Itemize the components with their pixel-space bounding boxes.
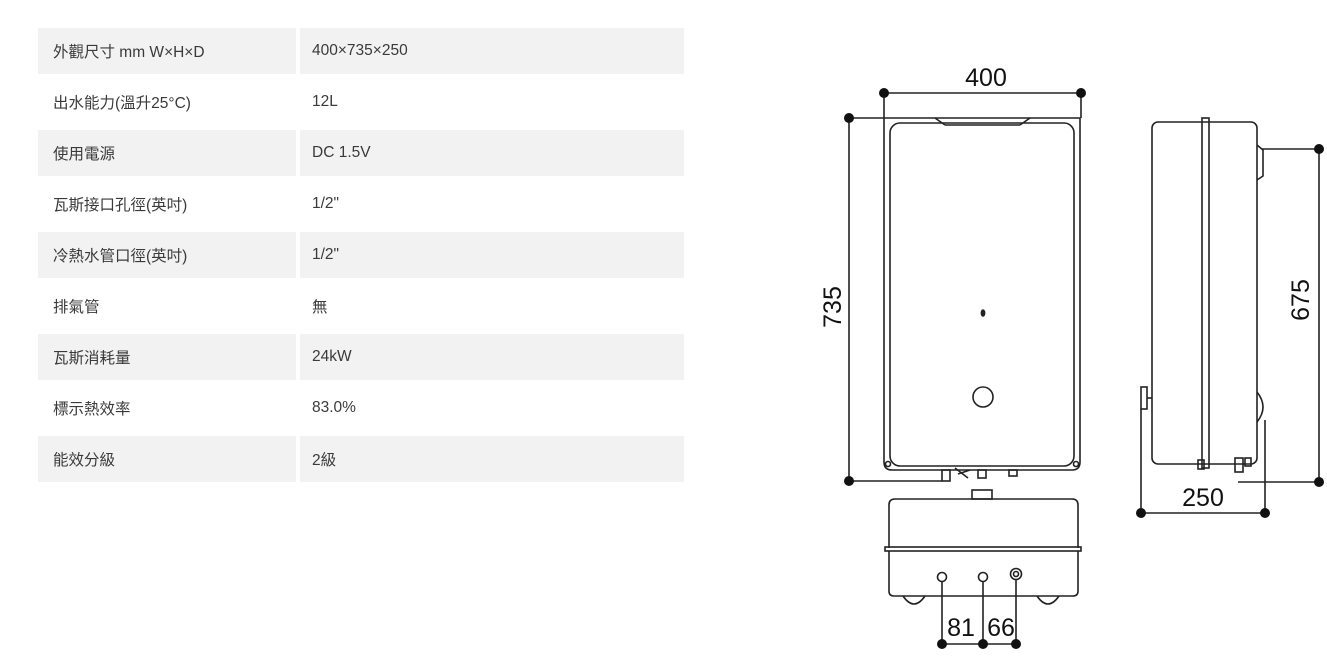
spec-value: 1/2" [300, 232, 684, 278]
spec-label: 標示熱效率 [53, 401, 131, 418]
spec-label: 冷熱水管口徑(英吋) [38, 232, 296, 278]
front-view [883, 117, 1081, 482]
spec-label: 能效分級 [38, 436, 296, 482]
spec-row-water-output: 出水能力(溫升25°C) 12L [38, 79, 684, 125]
spec-value: 無 [312, 299, 328, 316]
spec-row-gas-inlet: 瓦斯接口孔徑(英吋) 1/2" [38, 181, 684, 227]
spec-label: 瓦斯接口孔徑(英吋) [53, 197, 188, 214]
spec-value: 1/2" [312, 195, 340, 212]
spec-value: 2級 [300, 436, 684, 482]
height-label: 735 [819, 286, 847, 328]
spec-value: DC 1.5V [300, 130, 684, 176]
spec-label: 排氣管 [53, 299, 100, 316]
spec-row-dimensions: 外觀尺寸 mm W×H×D 400×735×250 [38, 28, 684, 74]
pipe-spacing-2-label: 66 [987, 614, 1015, 642]
spec-value: 83.0% [312, 399, 356, 416]
spec-row-water-pipe: 冷熱水管口徑(英吋) 1/2" [38, 232, 684, 278]
side-height-label: 675 [1287, 279, 1315, 321]
spec-row-exhaust: 排氣管 無 [38, 283, 684, 329]
width-label: 400 [965, 64, 1007, 92]
spec-row-energy-grade: 能效分級 2級 [38, 436, 684, 482]
pipe-spacing-1-label: 81 [947, 614, 975, 642]
depth-label: 250 [1182, 484, 1224, 512]
spec-table: 外觀尺寸 mm W×H×D 400×735×250 出水能力(溫升25°C) 1… [38, 28, 684, 487]
side-view [1140, 117, 1264, 473]
spec-row-power: 使用電源 DC 1.5V [38, 130, 684, 176]
spec-value: 400×735×250 [300, 28, 684, 74]
spec-label: 外觀尺寸 mm W×H×D [38, 28, 296, 74]
spec-label: 瓦斯消耗量 [38, 334, 296, 380]
spec-row-gas-consumption: 瓦斯消耗量 24kW [38, 334, 684, 380]
spec-label: 出水能力(溫升25°C) [53, 95, 191, 112]
spec-value: 12L [312, 93, 338, 110]
spec-label: 使用電源 [38, 130, 296, 176]
spec-value: 24kW [300, 334, 684, 380]
spec-row-efficiency: 標示熱效率 83.0% [38, 385, 684, 431]
